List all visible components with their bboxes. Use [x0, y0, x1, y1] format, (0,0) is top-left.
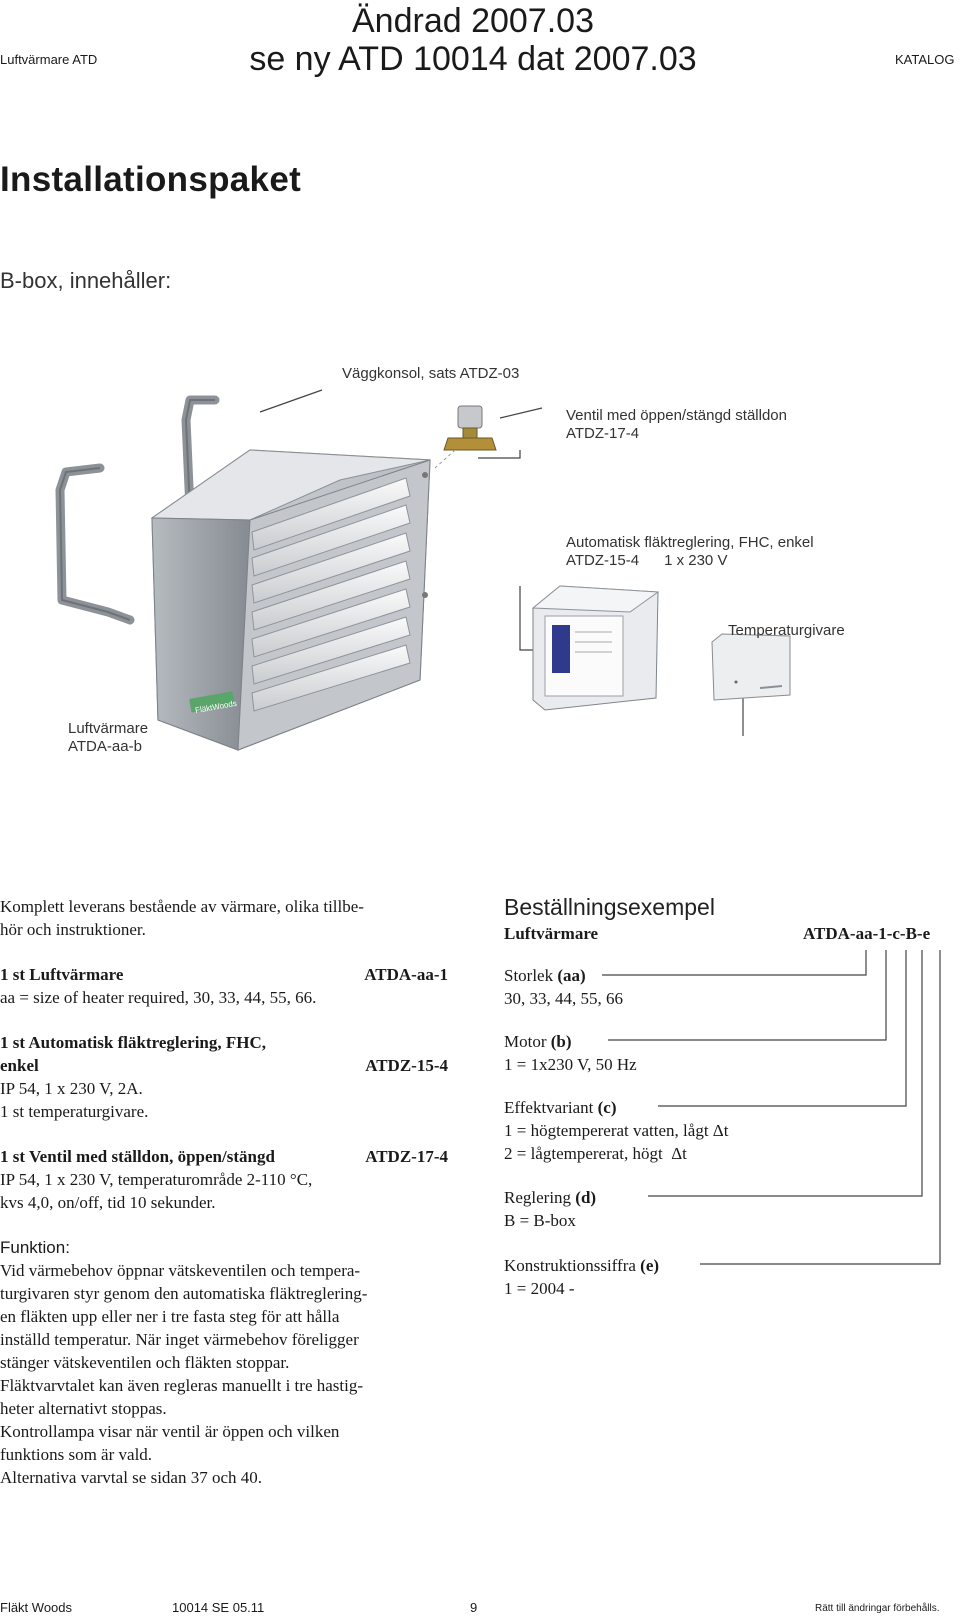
funktion-line: heter alternativt stoppas.	[0, 1399, 167, 1418]
order-motor: Motor (b) 1 = 1x230 V, 50 Hz	[504, 1030, 637, 1076]
left-column: Komplett leverans bestående av värmare, …	[0, 895, 448, 1489]
footer-doc-number: 10014 SE 05.11	[172, 1600, 265, 1615]
item-3-desc-1: IP 54, 1 x 230 V, temperaturområde 2-110…	[0, 1170, 313, 1189]
label-fhc-line-1: Automatisk fläktreglering, FHC, enkel	[566, 534, 814, 551]
footer-company: Fläkt Woods	[0, 1600, 73, 1615]
effekt-label: Effektvariant	[504, 1098, 594, 1117]
item-2-code: ATDZ-15-4	[365, 1056, 448, 1075]
product-illustration-svg: FläktWoods	[55, 389, 791, 751]
footer-rights: Rätt till ändringar förbehålls.	[815, 1603, 940, 1614]
intro-line-2: hör och instruktioner.	[0, 920, 146, 939]
motor-label: Motor	[504, 1032, 547, 1051]
item-2-desc-2: 1 st temperaturgivare.	[0, 1102, 149, 1121]
page-subtitle: B-box, innehåller:	[0, 268, 172, 293]
funktion-line: en fläkten upp eller ner i tre fasta ste…	[0, 1307, 340, 1326]
funktion-line: stänger vätskeventilen och fläkten stopp…	[0, 1353, 290, 1372]
motor-value: 1 = 1x230 V, 50 Hz	[504, 1055, 637, 1074]
order-code: ATDA-aa-1-c-B-e	[803, 924, 931, 943]
funktion-line: Fläktvarvtalet kan även regleras manuell…	[0, 1376, 364, 1395]
label-fhc-line-2: ATDZ-15-4 1 x 230 V	[566, 552, 728, 569]
order-storlek: Storlek (aa) 30, 33, 44, 55, 66	[504, 964, 623, 1010]
funktion-heading: Funktion:	[0, 1238, 70, 1257]
label-temperature-sensor: Temperaturgivare	[728, 622, 845, 639]
label-valve-line-2: ATDZ-17-4	[566, 425, 640, 442]
item-3-row: 1 st Ventil med ställdon, öppen/stängd A…	[0, 1145, 448, 1168]
item-1-desc: aa = size of heater required, 30, 33, 44…	[0, 988, 317, 1007]
order-example-heading: Beställningsexempel	[504, 894, 715, 920]
label-fan-controller: Automatisk fläktreglering, FHC, enkel AT…	[566, 534, 814, 570]
label-heater-line-1: Luftvärmare	[68, 720, 149, 737]
item-3-desc-2: kvs 4,0, on/off, tid 10 sekunder.	[0, 1193, 216, 1212]
effekt-value-2: 2 = lågtempererat, högt Δt	[504, 1144, 687, 1163]
product-illustration: FläktWoods	[0, 350, 960, 775]
funktion-line: Vid värmebehov öppnar vätskeventilen och…	[0, 1261, 361, 1280]
item-2-row: enkel ATDZ-15-4	[0, 1054, 448, 1077]
item-2-name-1: 1 st Automatisk fläktreglering, FHC,	[0, 1033, 267, 1052]
funktion-line: funktions som är vald.	[0, 1445, 153, 1464]
stamp-line-1: Ändrad 2007.03	[352, 2, 594, 40]
item-2-name-2: enkel	[0, 1056, 39, 1075]
motor-key: (b)	[550, 1032, 572, 1051]
heater-unit-icon: FläktWoods	[150, 449, 431, 751]
order-effektvariant: Effektvariant (c) 1 = högtempererat vatt…	[504, 1096, 728, 1165]
footer-page-number: 9	[470, 1600, 478, 1615]
funktion-line: Kontrollampa visar när ventil är öppen o…	[0, 1422, 340, 1441]
effekt-key: (c)	[597, 1098, 617, 1117]
page-title: Installationspaket	[0, 160, 302, 199]
konstr-value: 1 = 2004 -	[504, 1279, 575, 1298]
stamp-line-2: se ny ATD 10014 dat 2007.03	[249, 40, 697, 78]
label-heater-line-2: ATDA-aa-b	[68, 738, 142, 755]
order-reglering: Reglering (d) B = B-box	[504, 1186, 596, 1232]
label-valve: Ventil med öppen/stängd ställdon ATDZ-17…	[566, 407, 787, 443]
label-valve-line-1: Ventil med öppen/stängd ställdon	[566, 407, 787, 424]
intro-line-1: Komplett leverans bestående av värmare, …	[0, 897, 364, 916]
temperature-sensor-icon	[711, 633, 791, 701]
storlek-label: Storlek	[504, 966, 554, 985]
order-konstruktion: Konstruktionssiffra (e) 1 = 2004 -	[504, 1254, 659, 1300]
label-heater: Luftvärmare ATDA-aa-b	[68, 720, 148, 756]
item-1-row: 1 st Luftvärmare ATDA-aa-1	[0, 963, 448, 986]
order-product: Luftvärmare	[504, 924, 599, 943]
item-1-name: 1 st Luftvärmare	[0, 965, 124, 984]
heater-slats	[251, 477, 411, 712]
reglering-value: B = B-box	[504, 1211, 576, 1230]
funktion-line: inställd temperatur. När inget värmebeho…	[0, 1330, 359, 1349]
funktion-line: turgivaren styr genom den automatiska fl…	[0, 1284, 368, 1303]
header-left: Luftvärmare ATD	[0, 52, 98, 67]
item-3-code: ATDZ-17-4	[365, 1147, 448, 1166]
revision-stamp: Ändrad 2007.03 se ny ATD 10014 dat 2007.…	[238, 2, 708, 78]
reglering-key: (d)	[575, 1188, 597, 1207]
reglering-label: Reglering	[504, 1188, 572, 1207]
storlek-key: (aa)	[557, 966, 586, 985]
konstr-label: Konstruktionssiffra	[504, 1256, 636, 1275]
valve-actuator-icon	[443, 405, 497, 451]
funktion-line: Alternativa varvtal se sidan 37 och 40.	[0, 1468, 263, 1487]
item-1-code: ATDA-aa-1	[364, 965, 448, 984]
label-wall-bracket: Väggkonsol, sats ATDZ-03	[342, 365, 520, 382]
storlek-value: 30, 33, 44, 55, 66	[504, 989, 623, 1008]
item-2-desc-1: IP 54, 1 x 230 V, 2A.	[0, 1079, 143, 1098]
item-3-name: 1 st Ventil med ställdon, öppen/stängd	[0, 1147, 275, 1166]
konstr-key: (e)	[640, 1256, 660, 1275]
header-right: KATALOG	[895, 52, 955, 67]
fan-controller-icon	[531, 585, 660, 711]
effekt-value-1: 1 = högtempererat vatten, lågt Δt	[504, 1121, 729, 1140]
